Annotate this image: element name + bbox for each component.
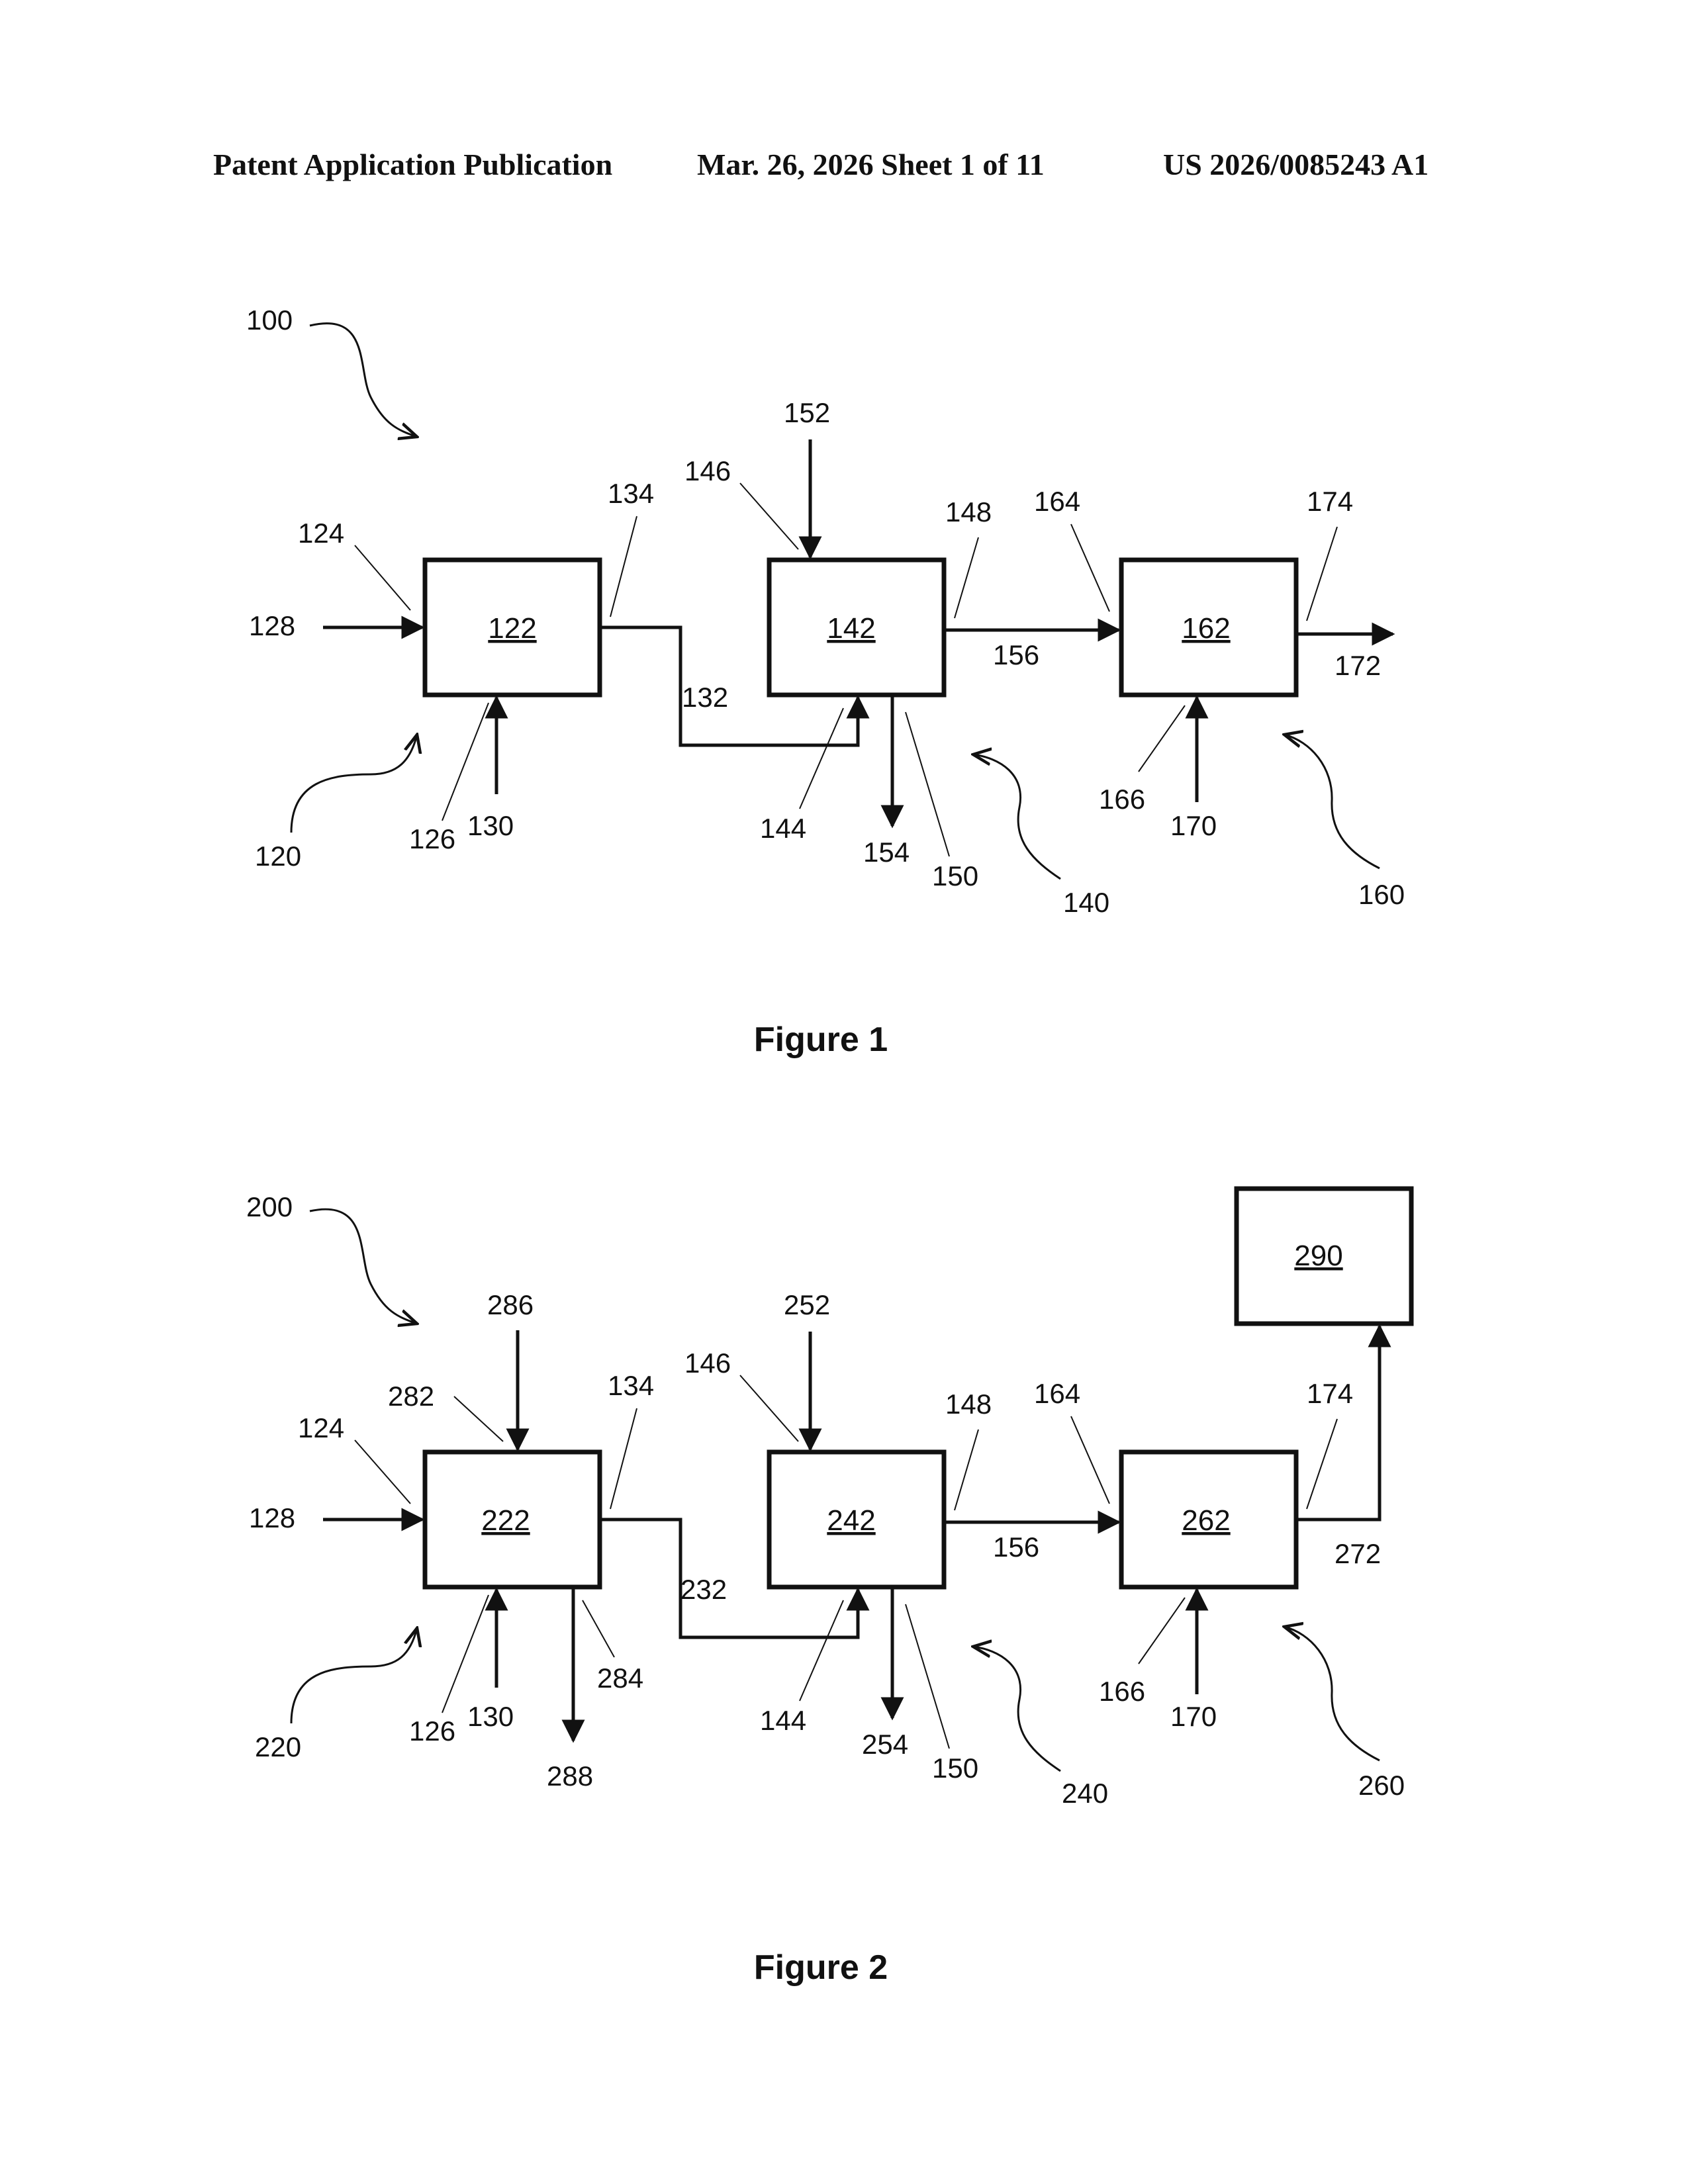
ref-282-leader [454,1396,503,1441]
ref-148-fig2: 148 [945,1388,992,1420]
ref-144: 144 [760,813,806,844]
ref-146-fig2: 146 [684,1347,731,1379]
ref-130-fig2: 130 [467,1701,514,1732]
ref-140-pointer [973,754,1060,879]
ref-282: 282 [388,1381,434,1412]
ref-150-fig2-leader [906,1604,949,1749]
ref-148-leader [955,537,978,618]
ref-148-fig2-leader [955,1430,978,1510]
ref-124: 124 [298,518,344,549]
ref-284-leader [583,1600,614,1657]
ref-146-leader [740,483,798,549]
ref-144-fig2-leader [800,1600,843,1701]
ref-130: 130 [467,810,514,841]
ref-140: 140 [1063,887,1109,918]
box-262-label: 262 [1182,1504,1230,1537]
ref-152: 152 [784,397,830,428]
ref-120-pointer [291,735,417,833]
ref-134-fig2-leader [610,1408,637,1509]
ref-160: 160 [1358,879,1405,910]
ref-134: 134 [608,478,654,509]
ref-128: 128 [249,610,295,641]
figure-2-caption: Figure 2 [754,1948,888,1987]
ref-164-leader [1071,524,1109,612]
box-142-label: 142 [827,612,875,645]
ref-170-fig2: 170 [1170,1701,1217,1732]
figure-2: 200 290 222 242 262 128 124 286 282 [246,1189,1411,1987]
ref-240-pointer [973,1647,1060,1771]
ref-160-pointer [1284,735,1380,868]
stream-232 [601,1520,858,1637]
ref-166-fig2: 166 [1099,1676,1145,1707]
ref-156-fig2: 156 [993,1531,1039,1563]
ref-156: 156 [993,639,1039,670]
ref-174: 174 [1307,486,1353,517]
ref-272: 272 [1335,1538,1381,1569]
ref-260: 260 [1358,1770,1405,1801]
ref-126-fig2-leader [442,1595,489,1713]
ref-164: 164 [1034,486,1080,517]
stream-272 [1297,1326,1380,1520]
ref-150-fig2: 150 [932,1752,978,1784]
ref-144-fig2: 144 [760,1705,806,1736]
ref-166-fig2-leader [1139,1598,1185,1664]
ref-220: 220 [255,1731,301,1762]
ref-240: 240 [1062,1778,1108,1809]
ref-150: 150 [932,860,978,891]
ref-144-leader [800,708,843,809]
stream-132 [601,627,858,745]
ref-124-leader [355,545,410,610]
ref-164-fig2-leader [1071,1416,1109,1504]
figure-1-caption: Figure 1 [754,1021,888,1059]
ref-284: 284 [597,1662,643,1694]
ref-134-fig2: 134 [608,1370,654,1401]
figure-1: 100 122 142 162 128 124 130 126 120 [246,304,1405,1059]
ref-260-pointer [1284,1627,1380,1760]
ref-150-leader [906,712,949,856]
ref-126-fig2: 126 [409,1715,455,1747]
ref-252: 252 [784,1289,830,1320]
ref-174-fig2-leader [1307,1419,1337,1509]
box-290-label: 290 [1294,1240,1342,1272]
ref-220-pointer [291,1628,417,1723]
ref-146: 146 [684,455,731,486]
ref-134-leader [610,516,637,617]
ref-124-fig2-leader [355,1440,410,1504]
ref-286: 286 [487,1289,534,1320]
ref-200: 200 [246,1191,293,1222]
ref-288: 288 [547,1760,593,1792]
ref-120: 120 [255,841,301,872]
ref-128-fig2: 128 [249,1502,295,1533]
ref-174-fig2: 174 [1307,1378,1353,1409]
ref-126: 126 [409,823,455,854]
ref-164-fig2: 164 [1034,1378,1080,1409]
ref-232: 232 [680,1574,727,1605]
ref-154: 154 [863,837,910,868]
ref-166: 166 [1099,784,1145,815]
ref-170: 170 [1170,810,1217,841]
ref-166-leader [1139,705,1185,772]
ref-132: 132 [682,682,728,713]
ref-126-leader [442,703,489,821]
ref-148: 148 [945,496,992,527]
box-162-label: 162 [1182,612,1230,645]
ref-174-leader [1307,527,1337,621]
box-122-label: 122 [488,612,536,645]
ref-200-pointer [310,1209,417,1324]
ref-172: 172 [1335,650,1381,681]
box-222-label: 222 [481,1504,530,1537]
ref-100-pointer [310,324,417,437]
ref-254: 254 [862,1729,908,1760]
ref-146-fig2-leader [740,1375,798,1441]
ref-100: 100 [246,304,293,336]
ref-124-fig2: 124 [298,1412,344,1443]
box-242-label: 242 [827,1504,875,1537]
